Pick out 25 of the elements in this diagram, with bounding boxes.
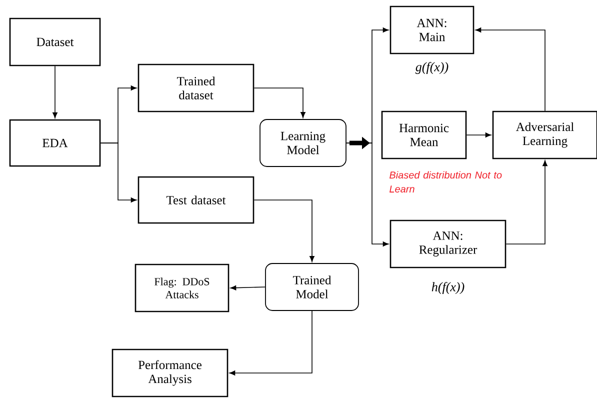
process-box: ANN: Regularizer (390, 220, 506, 268)
rounded-box: Learning Model (260, 119, 346, 167)
arrow (100, 142, 137, 202)
arrow (346, 142, 389, 246)
process-box: ANN: Main (390, 6, 474, 54)
arrow (506, 160, 548, 244)
process-box: Flag: DDoS Attacks (134, 264, 230, 312)
arrow (230, 285, 266, 290)
rounded-box: Trained Model (265, 263, 359, 311)
process-box: Performance Analysis (112, 348, 228, 398)
note-text: Biased distribution Not to Learn (390, 171, 502, 193)
arrow (466, 132, 492, 138)
process-box: Trained dataset (138, 64, 254, 112)
process-box: Adversarial Learning (492, 110, 597, 160)
arrow (475, 28, 546, 112)
process-box: EDA (9, 119, 101, 167)
process-box: Test dataset (138, 176, 254, 224)
formula-label: g(f(x)) (415, 62, 448, 74)
arrow (52, 66, 58, 118)
process-box: Harmonic Mean (381, 110, 467, 160)
arrow (229, 310, 312, 376)
arrow (254, 200, 314, 262)
formula-label: h(f(x)) (432, 282, 464, 294)
arrow (254, 88, 306, 118)
process-box: Dataset (9, 18, 101, 66)
